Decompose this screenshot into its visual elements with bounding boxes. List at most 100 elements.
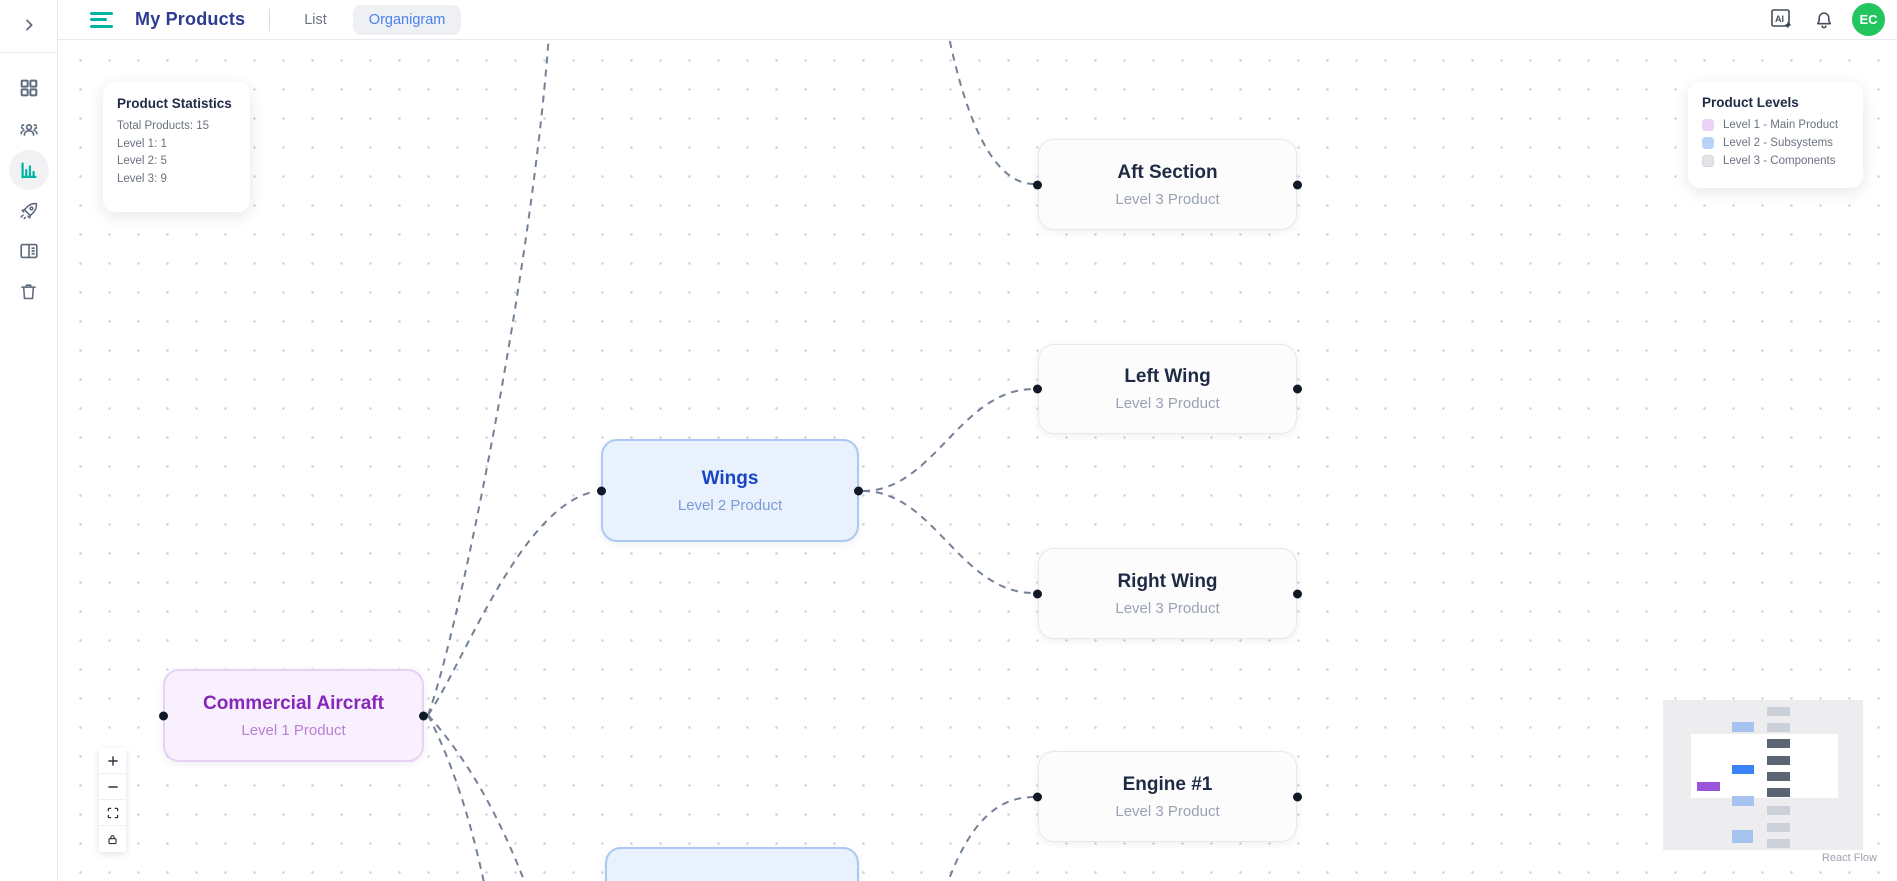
user-avatar[interactable]: EC (1852, 3, 1885, 36)
node-wings[interactable]: Wings Level 2 Product (597, 439, 863, 542)
node-handle[interactable] (1293, 589, 1302, 598)
ai-icon: AI (1771, 8, 1792, 28)
node-right-wing[interactable]: Right Wing Level 3 Product (1033, 548, 1302, 639)
node-handle[interactable] (419, 711, 428, 720)
lock-button[interactable] (99, 826, 126, 852)
sidebar-item-dashboard[interactable] (9, 68, 49, 108)
legend-item: Level 3 - Components (1702, 155, 1849, 167)
organigram-canvas[interactable]: Aft Section Level 3 Product Left Wing Le… (58, 40, 1897, 881)
node-handle[interactable] (1293, 792, 1302, 801)
level2-swatch (1702, 137, 1714, 149)
stats-total: Total Products: 15 (117, 120, 210, 132)
tab-organigram[interactable]: Organigram (352, 4, 462, 35)
page-title: My Products (135, 9, 246, 29)
fit-view-button[interactable] (99, 800, 126, 826)
team-icon (19, 124, 38, 136)
zoom-out-button[interactable] (99, 774, 126, 800)
node-partial-bottom[interactable] (605, 847, 859, 881)
notifications-button[interactable] (1810, 6, 1838, 34)
reader-icon (19, 243, 38, 259)
minimap-node (1767, 806, 1790, 815)
legend-label: Level 2 - Subsystems (1723, 137, 1833, 149)
stats-title: Product Statistics (117, 96, 232, 111)
level3-swatch (1702, 155, 1714, 167)
bar-chart-icon (20, 162, 37, 179)
ai-assistant-button[interactable]: AI (1768, 6, 1796, 34)
node-title: Right Wing (1117, 570, 1218, 592)
hamburger-menu-icon[interactable] (90, 11, 113, 28)
edge-aircraft-wings (427, 491, 594, 716)
edge-aircraft-offscreen-top (427, 40, 550, 716)
sidebar (0, 0, 58, 881)
node-subtitle: Level 1 Product (241, 721, 346, 739)
node-handle[interactable] (1033, 384, 1042, 394)
node-title: Left Wing (1124, 366, 1211, 387)
legend-title: Product Levels (1702, 95, 1799, 110)
node-handle[interactable] (1293, 180, 1302, 189)
node-handle[interactable] (159, 711, 168, 720)
minimap-node-selected (1732, 765, 1754, 774)
minimap[interactable] (1663, 700, 1863, 850)
node-subtitle: Level 3 Product (1115, 395, 1220, 412)
sidebar-item-reader[interactable] (9, 231, 49, 271)
minimap-node (1767, 772, 1790, 781)
product-statistics-panel: Product Statistics Total Products: 15 Le… (103, 82, 250, 212)
node-title: Aft Section (1117, 161, 1218, 183)
minimap-node (1732, 722, 1754, 732)
minimap-node (1767, 839, 1790, 848)
edge-aircraft-offscreen-bottom-1 (427, 714, 485, 881)
stats-level3: Level 3: 9 (117, 172, 167, 185)
minimap-node (1767, 723, 1790, 732)
legend-label: Level 3 - Components (1723, 155, 1836, 167)
header-divider (269, 8, 271, 31)
sidebar-item-launch[interactable] (9, 191, 49, 231)
minimap-node (1697, 782, 1720, 791)
node-title: Wings (701, 467, 759, 489)
legend-item: Level 2 - Subsystems (1702, 137, 1849, 149)
node-handle[interactable] (597, 486, 606, 495)
zoom-in-button[interactable] (99, 748, 126, 774)
header-actions: AI EC (1768, 3, 1897, 36)
minimap-node (1767, 707, 1790, 716)
header: My Products List Organigram AI EC (58, 0, 1897, 40)
chevron-right-icon (26, 19, 33, 31)
dashboard-grid-icon (20, 79, 37, 97)
sidebar-divider (0, 52, 57, 53)
legend-item: Level 1 - Main Product (1702, 119, 1849, 131)
node-title: Commercial Aircraft (203, 692, 384, 714)
node-handle[interactable] (1293, 384, 1302, 394)
plus-icon (107, 755, 118, 766)
react-flow-attribution: React Flow (1821, 852, 1877, 864)
sidebar-item-team[interactable] (9, 110, 49, 150)
legend-label: Level 1 - Main Product (1723, 119, 1839, 131)
edge-aircraft-offscreen-bottom-2 (427, 714, 526, 881)
edge-wings-left-wing (862, 388, 1035, 492)
node-engine-1[interactable]: Engine #1 Level 3 Product (1033, 751, 1302, 842)
node-left-wing[interactable]: Left Wing Level 3 Product (1033, 344, 1302, 434)
sidebar-expand-button[interactable] (14, 10, 44, 40)
node-subtitle: Level 3 Product (1115, 190, 1220, 208)
sidebar-item-trash[interactable] (9, 271, 49, 311)
tab-list[interactable]: List (304, 11, 327, 28)
minimap-node (1767, 788, 1790, 797)
minimap-node (1767, 756, 1790, 765)
sidebar-item-analytics[interactable] (8, 150, 49, 190)
node-handle[interactable] (1033, 180, 1042, 189)
node-subtitle: Level 2 Product (677, 496, 783, 514)
node-handle[interactable] (854, 486, 863, 495)
level1-swatch (1702, 119, 1714, 131)
node-aft-section[interactable]: Aft Section Level 3 Product (1033, 139, 1302, 230)
node-commercial-aircraft[interactable]: Commercial Aircraft Level 1 Product (159, 669, 428, 762)
minimap-node (1767, 739, 1790, 748)
stats-level2: Level 2: 5 (117, 155, 167, 167)
minimap-node (1732, 830, 1753, 843)
node-subtitle: Level 3 Product (1115, 802, 1220, 820)
fit-view-icon (107, 807, 118, 818)
minus-icon (107, 785, 118, 788)
edge-wings-right-wing (862, 490, 1035, 594)
trash-icon (21, 283, 36, 299)
svg-text:AI: AI (1775, 14, 1784, 24)
node-handle[interactable] (1033, 589, 1042, 598)
node-handle[interactable] (1033, 792, 1042, 801)
edge-offscreen-engine-1 (947, 796, 1035, 881)
